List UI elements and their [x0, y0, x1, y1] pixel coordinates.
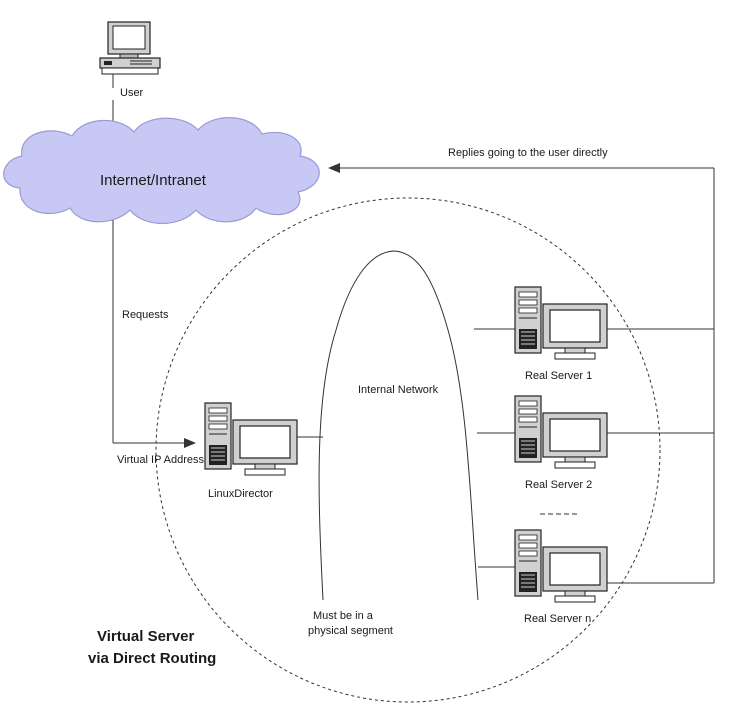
internal-network-label: Internal Network	[358, 384, 439, 396]
real-server-1-icon	[514, 286, 608, 360]
vip-label: Virtual IP Address	[117, 454, 205, 466]
real-server-n-label: Real Server n	[524, 613, 591, 625]
internet-cloud-icon	[3, 117, 320, 225]
requests-label: Requests	[122, 309, 169, 321]
real-server-1-label: Real Server 1	[525, 370, 592, 382]
linux-director-label: LinuxDirector	[208, 488, 273, 500]
internal-network-segment	[318, 250, 479, 601]
requests-arrowhead	[184, 438, 196, 448]
internet-cloud-label: Internet/Intranet	[100, 172, 207, 189]
segment-note-line2: physical segment	[308, 625, 393, 637]
real-server-2-label: Real Server 2	[525, 479, 592, 491]
diagram-title-line2: via Direct Routing	[88, 650, 216, 667]
user-label: User	[120, 87, 144, 99]
replies-label: Replies going to the user directly	[448, 147, 608, 159]
real-server-n-icon	[514, 529, 608, 603]
virtual-server-boundary	[155, 197, 661, 703]
segment-note-line1: Must be in a	[313, 610, 374, 622]
replies-arrowhead	[328, 163, 340, 173]
user-workstation-icon	[99, 21, 161, 75]
diagram-title-line1: Virtual Server	[97, 628, 194, 645]
real-server-2-icon	[514, 395, 608, 469]
linux-director-server-icon	[204, 402, 298, 476]
